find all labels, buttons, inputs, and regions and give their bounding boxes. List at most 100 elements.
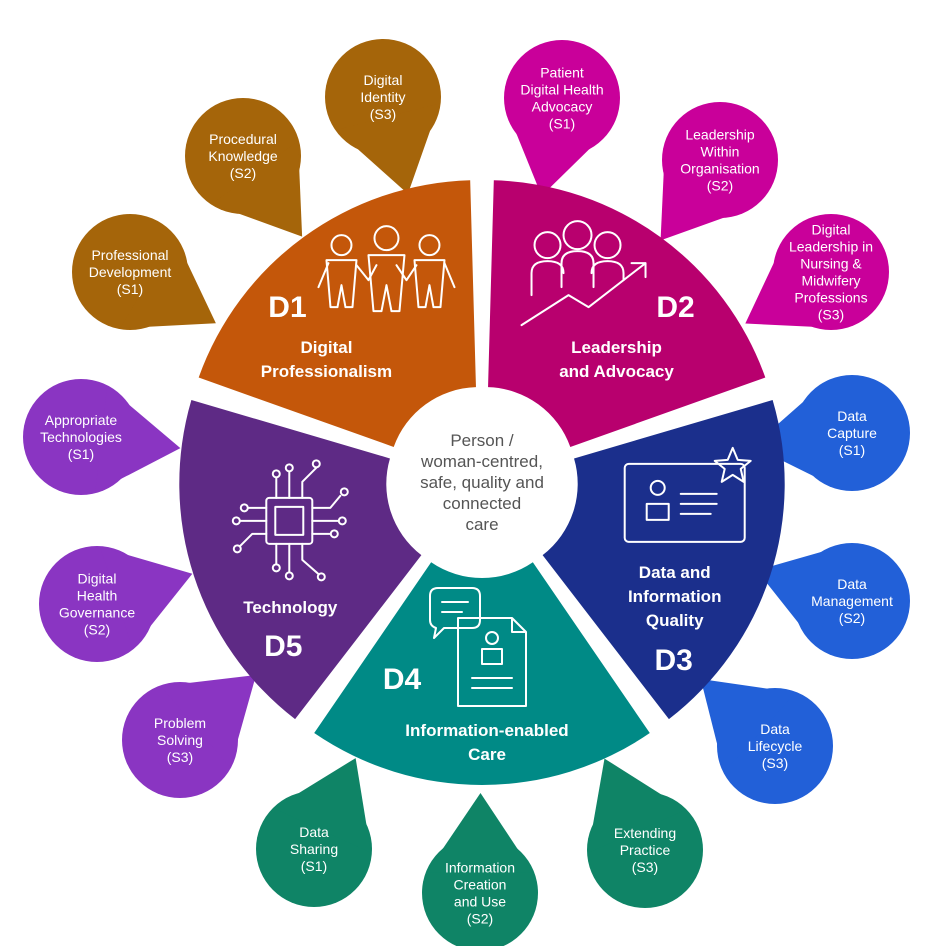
domain-code: D3 bbox=[655, 644, 693, 677]
petal-label: (S1) bbox=[68, 446, 94, 462]
petal-label: Professions bbox=[794, 290, 867, 306]
petal-tip bbox=[756, 543, 850, 646]
petal-label: Digital Health bbox=[520, 82, 603, 98]
segments-layer: D1DigitalProfessionalismD2Leadershipand … bbox=[179, 180, 785, 785]
petal-label: Creation bbox=[454, 877, 507, 893]
petal-tip bbox=[273, 758, 371, 853]
profile-card-star-icon bbox=[623, 446, 752, 543]
petal-label: Nursing & bbox=[800, 256, 862, 272]
petal-label: Health bbox=[77, 588, 117, 604]
petal-label: Identity bbox=[360, 89, 405, 105]
petal-label: (S2) bbox=[84, 622, 110, 638]
petal-label: (S2) bbox=[467, 911, 493, 927]
petal-label: Organisation bbox=[680, 161, 759, 177]
domain-title: Technology bbox=[243, 598, 338, 617]
petal-label: Procedural bbox=[209, 131, 277, 147]
petal-label: (S3) bbox=[762, 755, 788, 771]
domain-segment bbox=[198, 180, 476, 447]
petal-label: (S2) bbox=[839, 610, 865, 626]
petal-label: (S1) bbox=[117, 281, 143, 297]
domain-title: Leadership bbox=[571, 338, 662, 357]
petal-label: Data bbox=[760, 721, 790, 737]
petal-label: Problem bbox=[154, 715, 206, 731]
petal-label: (S1) bbox=[839, 442, 865, 458]
petal-tip bbox=[211, 140, 303, 237]
center-label: Person / bbox=[450, 431, 514, 450]
domain-title: Quality bbox=[646, 611, 704, 630]
petal-label: Digital bbox=[78, 571, 117, 587]
petal-tip bbox=[95, 386, 181, 493]
petal-label: Sharing bbox=[290, 841, 338, 857]
petal-label: (S1) bbox=[301, 858, 327, 874]
petal-label: Development bbox=[89, 264, 172, 280]
petal-tip bbox=[745, 236, 842, 329]
petal-label: (S2) bbox=[230, 165, 256, 181]
domain-title: Digital bbox=[300, 338, 352, 357]
petal-tip bbox=[426, 793, 534, 873]
petal-label: (S3) bbox=[370, 106, 396, 122]
petal-label: Capture bbox=[827, 425, 877, 441]
petal-label: Within bbox=[701, 144, 740, 160]
petal-label: (S1) bbox=[549, 116, 575, 132]
petal-label: Leadership in bbox=[789, 239, 873, 255]
people-holding-hands-icon bbox=[317, 225, 456, 313]
petal-label: Professional bbox=[91, 247, 168, 263]
petal-label: Lifecycle bbox=[748, 738, 803, 754]
petal-label: (S3) bbox=[632, 859, 658, 875]
center-circle bbox=[400, 400, 564, 564]
center-label: safe, quality and bbox=[420, 473, 544, 492]
center-label: care bbox=[465, 515, 498, 534]
center-label: woman-centred, bbox=[420, 452, 543, 471]
domain-code: D1 bbox=[268, 291, 306, 324]
domain-title: Information bbox=[628, 587, 722, 606]
petal-label: Solving bbox=[157, 732, 203, 748]
petal-label: Management bbox=[811, 593, 893, 609]
petal-tip bbox=[100, 547, 193, 649]
center-layer: Person / woman-centred, safe, quality and c… bbox=[400, 400, 564, 564]
petal-label: Technologies bbox=[40, 429, 122, 445]
domain-title: Care bbox=[468, 745, 506, 764]
domain-code: D5 bbox=[264, 630, 302, 663]
center-label: connected bbox=[443, 494, 521, 513]
domain-code: D4 bbox=[383, 663, 422, 696]
petal-label: Data bbox=[837, 576, 867, 592]
petal-label: Patient bbox=[540, 65, 584, 81]
petal-tip bbox=[160, 675, 257, 768]
petals-layer: ProfessionalDevelopment(S1)ProceduralKno… bbox=[23, 39, 910, 951]
petal-label: Midwifery bbox=[801, 273, 860, 289]
petal-label: Leadership bbox=[685, 127, 754, 143]
people-rising-arrow-icon bbox=[520, 220, 647, 327]
microchip-icon bbox=[231, 459, 349, 582]
petal-tip bbox=[700, 679, 796, 773]
domain-code: D2 bbox=[656, 291, 694, 324]
petal-label: Practice bbox=[620, 842, 671, 858]
domain-segment bbox=[488, 180, 766, 447]
domain-segment bbox=[314, 562, 650, 785]
domain-title: Data and bbox=[639, 563, 711, 582]
petal-tip bbox=[505, 106, 611, 196]
petal-label: Governance bbox=[59, 605, 135, 621]
petal-label: Digital bbox=[812, 222, 851, 238]
petal-tip bbox=[587, 758, 686, 854]
domain-title: Professionalism bbox=[261, 362, 392, 381]
petal-label: Digital bbox=[364, 72, 403, 88]
